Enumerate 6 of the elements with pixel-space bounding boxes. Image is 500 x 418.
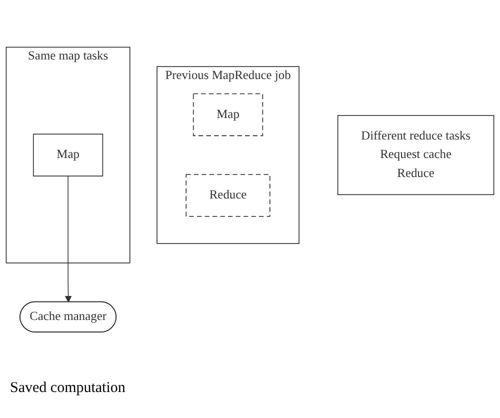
node-box: Different reduce tasks Request cache Reduce [337,116,494,196]
arrow [64,176,72,303]
note-text: Saved computation [10,380,126,397]
node-box: Reduce [186,174,270,218]
node-box: Map [32,134,104,177]
node-box: Map [192,94,264,136]
